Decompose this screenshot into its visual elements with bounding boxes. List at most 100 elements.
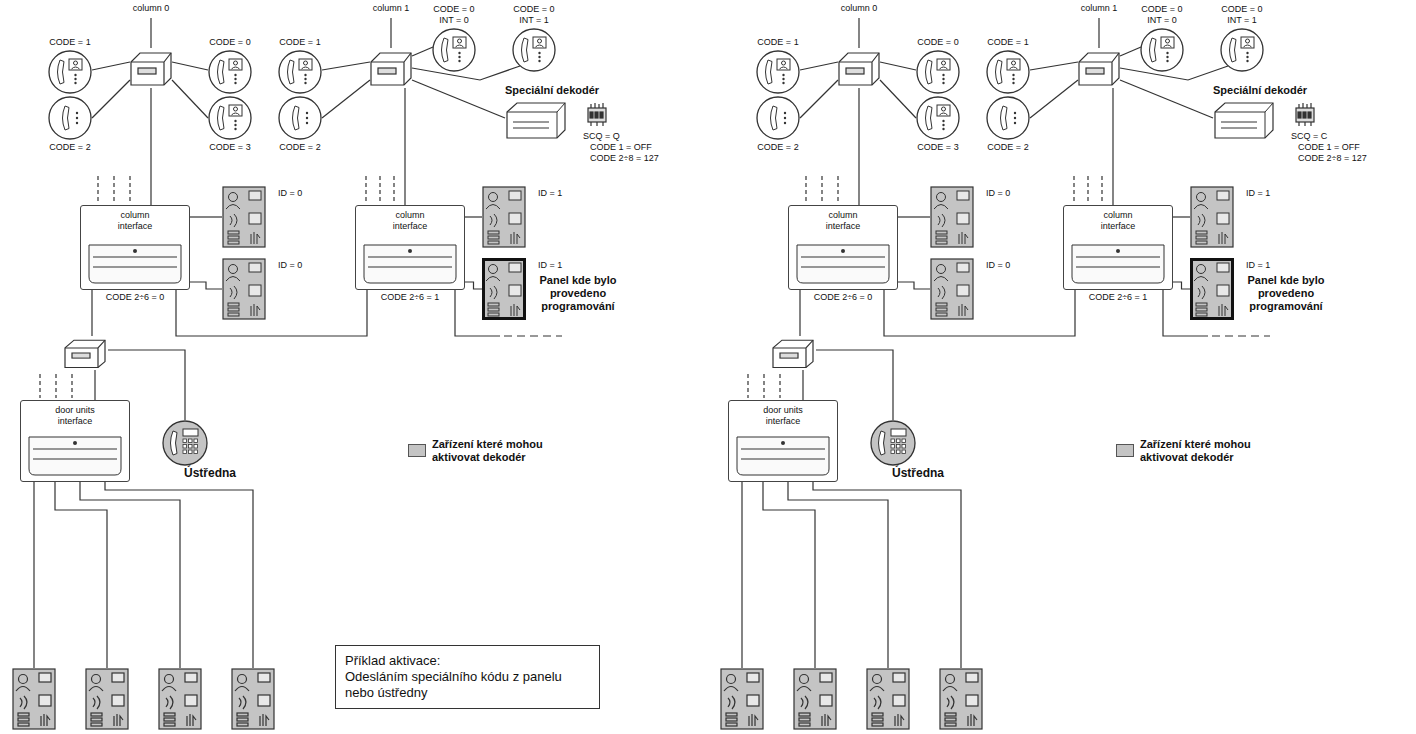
code-label: CODE 2÷6 = 1 (356, 292, 464, 303)
switchboard-node-outline (162, 420, 208, 466)
dashed-riser (113, 176, 114, 203)
decoder-node: Speciální dekodér (505, 100, 567, 140)
wire-connector (190, 282, 222, 289)
setting-label: CODE 1 = OFF (1298, 142, 1360, 153)
door-panel-outline (222, 258, 266, 320)
switchboard-node-outline (870, 420, 916, 466)
code-label: CODE = 0 INT = 0 (1137, 4, 1187, 26)
code-label: CODE = 0 INT = 1 (509, 4, 559, 26)
door-panel-outline (1190, 258, 1234, 320)
code-label: CODE 2÷6 = 0 (81, 292, 189, 303)
wire-connector (1173, 216, 1190, 217)
switchboard-label: Ústředna (184, 466, 236, 480)
setting-label: SCQ = Q (583, 131, 620, 142)
wiring (504, 335, 562, 336)
wire-connector (1173, 282, 1190, 289)
monitor-node-outline (208, 50, 252, 94)
monitor-node: CODE = 2 (756, 96, 800, 140)
wire-connector (465, 216, 482, 217)
interface-box: column interfaceCODE 2÷6 = 1 (355, 205, 465, 290)
setting-label: CODE 2÷8 = 127 (1298, 153, 1367, 164)
wiring (80, 482, 180, 668)
door-panel (13, 669, 55, 729)
code-label: CODE = 0 INT = 0 (429, 4, 479, 26)
wiring (105, 482, 253, 668)
monitor-node: CODE = 0 (208, 50, 252, 94)
wire-connector (884, 290, 1075, 336)
wiring (412, 47, 433, 56)
interface-box: column interfaceCODE 2÷6 = 0 (788, 205, 898, 290)
monitor-node: CODE = 0 INT = 0 (1140, 28, 1184, 72)
note-heading: Příklad aktivace: (345, 653, 590, 669)
decoder-node-outline (505, 100, 567, 140)
door-panel-outline (930, 186, 974, 248)
monitor-node-outline (756, 50, 800, 94)
wire-connector (465, 282, 482, 289)
wiring (721, 18, 1314, 729)
dip-switch (595, 112, 598, 118)
door-panel: ID = 1 (1190, 186, 1234, 248)
monitor-node-outline (1140, 28, 1184, 72)
code-label: CODE = 2 (279, 142, 320, 153)
interface-name: column interface (1085, 210, 1151, 232)
door-panel: ID = 1Panel kde bylo provedeno programov… (1190, 258, 1234, 320)
monitor-node-outline (48, 50, 92, 94)
wiring (13, 18, 606, 729)
monitor-node: CODE = 1 (986, 50, 1030, 94)
wiring (150, 88, 151, 205)
monitor-node: CODE = 2 (278, 96, 322, 140)
door-panel-outline (482, 258, 526, 320)
code-label: CODE = 3 (209, 142, 250, 153)
code-label: CODE = 0 (917, 37, 958, 48)
id-label: ID = 0 (278, 260, 302, 271)
wiring (94, 370, 95, 400)
wiring (322, 62, 370, 70)
dip-switch (588, 103, 606, 126)
monitor-node: CODE = 2 (986, 96, 1030, 140)
distributor (65, 340, 105, 367)
legend-text: Zařízení které mohou aktivovat dekodér (1140, 438, 1280, 464)
door-panel: ID = 1Panel kde bylo provedeno programov… (482, 258, 526, 320)
interface-name: column interface (377, 210, 443, 232)
code-label: CODE = 2 (987, 142, 1028, 153)
door-panel-outline (482, 186, 526, 248)
interface-name: column interface (102, 210, 168, 232)
wire-connector (898, 216, 930, 217)
door-panel-outline (1190, 186, 1234, 248)
wiring (412, 80, 505, 118)
monitor-node-outline (916, 96, 960, 140)
door-panel: ID = 0 (222, 186, 266, 248)
legend-entry: Zařízení které mohou aktivovat dekodér (1116, 438, 1280, 464)
wiring (404, 88, 405, 205)
wiring (390, 18, 391, 48)
setting-label: CODE 2÷8 = 127 (590, 153, 659, 164)
monitor-node: CODE = 0 INT = 0 (432, 28, 476, 72)
door-panel: ID = 0 (930, 186, 974, 248)
id-label: ID = 1 (538, 260, 562, 271)
door-panel: ID = 0 (222, 258, 266, 320)
column-label: column 1 (373, 3, 410, 14)
monitor-node-outline (278, 50, 322, 94)
dashed-riser (55, 374, 56, 398)
dashed-riser (379, 176, 380, 203)
wire-connector (176, 290, 367, 336)
code-label: CODE = 0 (209, 37, 250, 48)
code-label: CODE = 2 (49, 142, 90, 153)
note-box: Příklad aktivace:Odesláním speciálního k… (335, 645, 600, 709)
door-panel: ID = 1 (482, 186, 526, 248)
dashed-riser (393, 176, 394, 203)
code-label: CODE = 1 (279, 37, 320, 48)
code-label: CODE = 1 (49, 37, 90, 48)
decoder-node: Speciální dekodér (1213, 100, 1275, 140)
code-label: CODE = 0 INT = 1 (1217, 4, 1267, 26)
monitor-node-outline (512, 28, 556, 72)
wiring (92, 80, 130, 118)
code-label: CODE = 1 (987, 37, 1028, 48)
interface-box: column interfaceCODE 2÷6 = 0 (80, 205, 190, 290)
monitor-node: CODE = 1 (756, 50, 800, 94)
monitor-node: CODE = 3 (916, 96, 960, 140)
monitor-node: CODE = 0 INT = 1 (1220, 28, 1264, 72)
legend-swatch (1116, 444, 1134, 457)
monitor-node-outline (756, 96, 800, 140)
monitor-node: CODE = 0 INT = 1 (512, 28, 556, 72)
